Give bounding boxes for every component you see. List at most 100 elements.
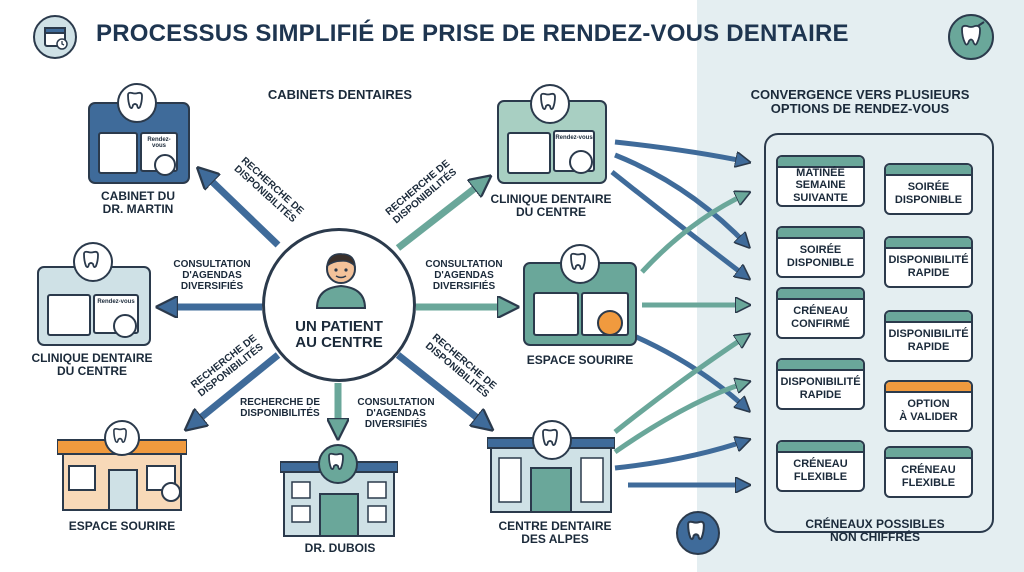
edge-label-down-left: RECHERCHE DE DISPONIBILITÉS	[230, 397, 330, 420]
option-card-line: RAPIDE	[907, 266, 950, 279]
edge-label-line: DISPONIBILITÉS	[240, 407, 320, 419]
clinic-label-line: ESPACE SOURIRE	[68, 519, 176, 533]
arrow-lower-right	[395, 352, 490, 428]
tooth-icon	[532, 420, 572, 460]
option-card-header	[886, 238, 971, 249]
option-card-line: DISPONIBILITÉ	[780, 376, 861, 389]
clinic-label-line: DR. MARTIN	[102, 201, 174, 216]
clock-icon	[113, 314, 137, 338]
clinic-label-line: DR. DUBOIS	[304, 541, 376, 555]
tooth-corner-icon	[948, 14, 994, 60]
option-card-line: DISPONIBLE	[894, 193, 963, 206]
calendar-note: Rendez-vous	[147, 137, 171, 149]
calendar-icon	[47, 294, 91, 336]
arrow-upper-right	[395, 178, 488, 251]
building-icon	[57, 439, 187, 511]
tooth-badge-icon	[676, 511, 720, 555]
edge-label-line: DIVERSIFIÉS	[432, 280, 496, 292]
option-card-line: RAPIDE	[799, 388, 842, 401]
clinic-label: CLINIQUE DENTAIRE DU CENTRE	[466, 193, 636, 219]
edge-label-line: D'AGENDAS	[182, 269, 242, 281]
calendar-corner-icon	[33, 15, 77, 59]
edge-label-left: CONSULTATION D'AGENDAS DIVERSIFIÉS	[160, 259, 264, 292]
clinic-label-line: DES ALPES	[521, 531, 589, 546]
option-card-line: À VALIDER	[899, 410, 958, 423]
option-card-header	[886, 165, 971, 176]
clinic-label-line: DU CENTRE	[56, 363, 127, 378]
panel-footer-line: CRÉNEAUX POSSIBLES	[805, 517, 945, 531]
panel-header-line: OPTIONS DE RENDEZ-VOUS	[770, 101, 950, 117]
edge-label-right: CONSULTATION D'AGENDAS DIVERSIFIÉS	[412, 259, 516, 292]
option-card-line: SOIRÉE	[799, 244, 842, 257]
patient-label: UN PATIENT AU CENTRE	[265, 318, 413, 352]
patient-icon	[315, 253, 367, 309]
option-card-line: CRÉNEAU	[793, 458, 848, 471]
calendar-icon	[533, 292, 579, 336]
clinic-label-line: CABINET DU	[101, 189, 175, 203]
arrow-upper-left	[200, 170, 281, 248]
option-card-line: DISPONIBILITÉ	[888, 254, 969, 267]
tooth-icon	[530, 84, 570, 124]
option-card-line: CRÉNEAU	[793, 305, 848, 318]
option-card-line: SEMAINE	[795, 179, 846, 192]
arrow-lower-left	[188, 352, 281, 428]
clinic-label: ESPACE SOURIRE	[500, 354, 660, 367]
option-card-line: RAPIDE	[907, 340, 950, 353]
option-card-line: SUIVANTE	[793, 191, 848, 204]
calendar-note: Rendez-vous	[555, 135, 593, 141]
section-label: CABINETS DENTAIRES	[267, 87, 413, 102]
converging-arrows	[610, 139, 748, 485]
clock-icon	[569, 150, 593, 174]
option-card-header	[886, 312, 971, 323]
edge-label-down-right: CONSULTATION D'AGENDAS DIVERSIFIÉS	[346, 397, 446, 430]
clinic-label: CENTRE DENTAIRE DES ALPES	[470, 520, 640, 546]
option-card-header	[886, 448, 971, 459]
edge-label-line: CONSULTATION	[357, 397, 435, 408]
option-card-line: FLEXIBLE	[793, 470, 848, 483]
patient-node: UN PATIENT AU CENTRE	[262, 228, 416, 382]
option-card-line: OPTION	[907, 398, 950, 411]
edge-label-line: DIVERSIFIÉS	[180, 280, 244, 292]
tooth-icon	[117, 83, 157, 123]
clinic-label: ESPACE SOURIRE	[42, 520, 202, 533]
clock-icon	[597, 310, 623, 336]
option-card-line: CONFIRMÉ	[791, 317, 850, 330]
clinic-label-line: CENTRE DENTAIRE	[498, 519, 612, 533]
edge-label-line: D'AGENDAS	[434, 269, 494, 281]
patient-label-line: AU CENTRE	[295, 334, 383, 352]
tooth-icon	[73, 242, 113, 282]
panel-footer: CRÉNEAUX POSSIBLES NON CHIFFRÉS	[760, 518, 990, 544]
option-card-line: DISPONIBILITÉ	[888, 328, 969, 341]
clinic-label: CLINIQUE DENTAIRE DU CENTRE	[2, 352, 182, 378]
option-card-header	[778, 157, 863, 168]
panel-header-line: CONVERGENCE VERS PLUSIEURS	[750, 87, 970, 102]
edge-label-line: CONSULTATION	[425, 259, 503, 270]
edge-label-line: CONSULTATION	[173, 259, 251, 270]
option-card-header	[778, 360, 863, 371]
clinic-label: DR. DUBOIS	[260, 542, 420, 555]
tooth-icon	[318, 444, 358, 484]
option-card-line: DISPONIBLE	[786, 256, 855, 269]
clinic-label-line: CLINIQUE DENTAIRE	[490, 192, 612, 206]
option-card-header	[886, 382, 971, 393]
